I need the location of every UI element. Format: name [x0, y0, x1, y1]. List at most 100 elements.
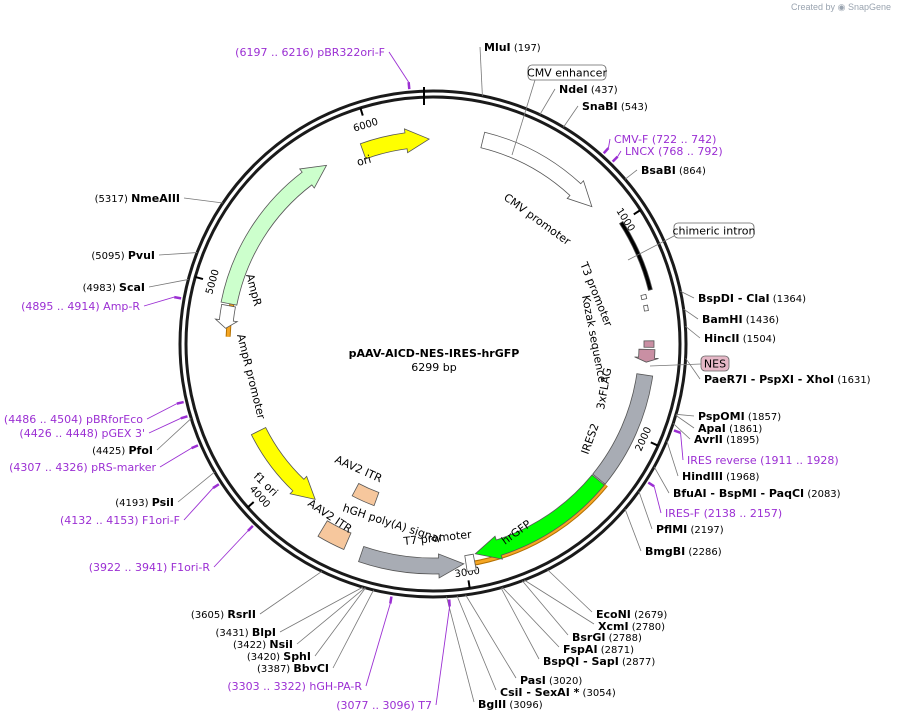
tick-label: 5000 — [204, 268, 221, 295]
feature-kozak — [643, 304, 649, 312]
plasmid-size: 6299 bp — [411, 361, 457, 374]
feature-t3-promoter — [640, 293, 648, 301]
feature-ampr-promoter — [214, 303, 239, 329]
primer-label: (3922 .. 3941) F1ori-R — [89, 561, 211, 574]
site-label: (4193) PsiI — [115, 496, 174, 509]
feature-ori — [359, 128, 430, 160]
site-label: FspAI (2871) — [563, 643, 634, 656]
primer-mark — [673, 429, 681, 434]
tick-mark — [359, 107, 364, 116]
feature-hgh-polya — [358, 545, 465, 579]
primer-label: LNCX (768 .. 792) — [625, 145, 723, 158]
feature-hrgfp — [474, 474, 605, 560]
tick-mark — [195, 275, 204, 281]
site-leader — [653, 466, 670, 494]
site-leader — [456, 595, 497, 691]
boxed-label-leader — [649, 363, 702, 367]
site-leader — [465, 594, 517, 679]
primer-mark — [176, 400, 184, 405]
primer-label: (4486 .. 4504) pBRforEco — [4, 413, 143, 426]
credit-prefix: Created by — [791, 2, 836, 12]
site-leader — [259, 571, 323, 615]
tick-label: 6000 — [352, 117, 380, 135]
nes-box — [700, 355, 730, 372]
site-label: (3431) BlpI — [215, 626, 276, 639]
site-leader — [676, 413, 695, 417]
primer-label: (4426 .. 4448) pGEX 3' — [19, 427, 145, 440]
site-label: ApaI (1861) — [698, 422, 762, 435]
site-label: (3605) RsrII — [191, 608, 256, 621]
site-label: (3422) NsiI — [233, 638, 293, 651]
site-label: (4425) PfoI — [92, 444, 153, 457]
feature-ires2 — [592, 373, 654, 485]
site-label: (5317) NmeAIII — [95, 192, 180, 205]
primer-leader — [680, 432, 684, 461]
site-label: BspDI - ClaI (1364) — [698, 292, 806, 305]
primer-leader — [365, 603, 391, 687]
primer-leader — [143, 296, 175, 307]
feature-aav2-itr-outer — [317, 520, 352, 551]
nes-label: NES — [704, 358, 726, 371]
site-leader — [156, 418, 192, 451]
site-label: AvrII (1895) — [694, 433, 759, 446]
feature-label-cmv-promoter: CMV promoter — [501, 191, 573, 248]
site-label: (3387) BbvCI — [257, 662, 329, 675]
site-leader — [666, 440, 679, 477]
primer-leader — [148, 417, 181, 434]
site-label: BspQI - SapI (2877) — [543, 655, 655, 668]
primer-mark — [611, 155, 619, 163]
primer-label: (3303 .. 3322) hGH-PA-R — [227, 680, 362, 693]
site-label: (3420) SphI — [247, 650, 311, 663]
site-leader — [183, 197, 224, 204]
site-leader — [332, 589, 374, 669]
primer-label: (3077 .. 3096) T7 — [336, 699, 432, 712]
site-leader — [279, 586, 364, 633]
site-leader — [523, 579, 595, 625]
site-label: BglII (3096) — [478, 698, 543, 711]
site-leader — [177, 471, 215, 503]
primer-label: (6197 .. 6216) pBR322ori-F — [235, 46, 385, 59]
feature-nes — [643, 340, 655, 348]
site-leader — [675, 414, 695, 429]
primer-leader — [213, 530, 249, 568]
site-leader — [683, 308, 699, 320]
feature-label-ires2: IRES2 — [579, 422, 602, 456]
primer-leader — [388, 51, 410, 83]
site-label: PspOMI (1857) — [698, 410, 781, 423]
credit-brand: SnapGene — [847, 2, 891, 12]
site-label: PaeR7I - PspXI - XhoI (1631) — [704, 373, 871, 386]
site-leader — [547, 569, 593, 613]
cmv-enhancer-box — [527, 64, 607, 81]
site-label: CsiI - SexAI * (3054) — [500, 686, 616, 699]
primer-label: (4307 .. 4326) pRS-marker — [9, 461, 156, 474]
site-leader — [680, 290, 695, 299]
tick-mark — [247, 501, 255, 509]
primer-label: CMV-F (722 .. 742) — [614, 133, 716, 146]
site-label: NdeI (437) — [559, 83, 618, 96]
feature-label-ori: ori — [355, 153, 372, 169]
boxed-label-leader — [627, 235, 675, 261]
feature-3xflag — [634, 348, 659, 363]
snapgene-credit: Created by ◉ SnapGene — [791, 2, 891, 13]
site-leader — [685, 357, 701, 380]
site-leader — [158, 252, 198, 256]
cmv-enhancer-label: CMV enhancer — [527, 67, 607, 80]
site-leader — [479, 46, 483, 96]
snapgene-logo-icon: ◉ — [837, 2, 846, 12]
primer-leader — [159, 447, 192, 468]
feature-label-ampr: AmpR — [243, 272, 264, 307]
primer-leader — [435, 606, 451, 706]
tick-mark — [633, 209, 642, 216]
feature-aav2-itr — [351, 482, 380, 507]
site-leader — [446, 596, 475, 703]
site-label: BsrGI (2788) — [572, 631, 642, 644]
orf-hrgfp-fill — [468, 483, 608, 566]
site-leader — [539, 88, 556, 115]
chimeric-intron-box — [673, 222, 755, 239]
primer-mark — [212, 483, 220, 490]
feature-layer — [214, 128, 659, 579]
primer-mark — [247, 525, 254, 532]
site-label: (5095) PvuI — [91, 249, 155, 262]
